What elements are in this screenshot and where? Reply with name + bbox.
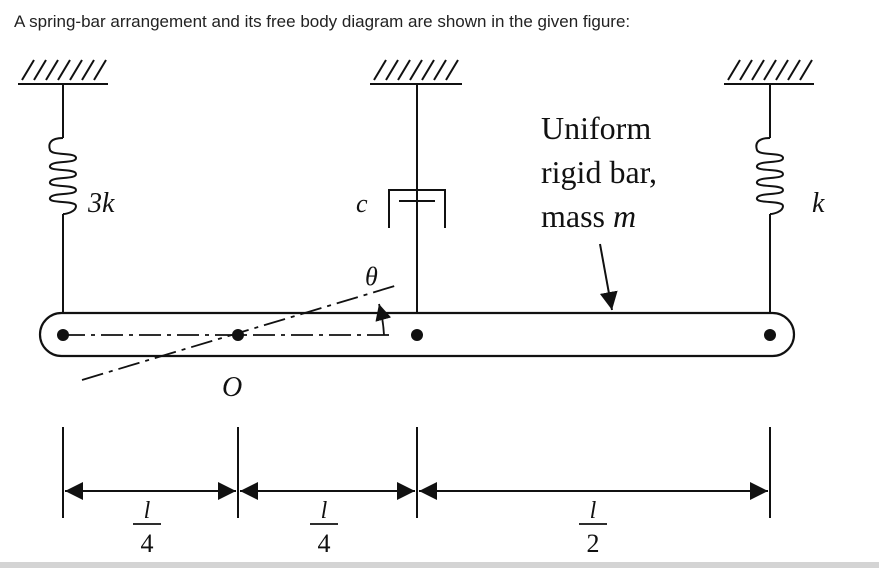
- dimension-extension-lines: [62, 427, 771, 518]
- pivot-point-o: [232, 329, 244, 341]
- bar-label-line1: Uniform: [541, 110, 651, 146]
- bottom-divider: [0, 562, 879, 568]
- svg-text:2: 2: [587, 529, 600, 558]
- ceiling-support-right: [724, 59, 814, 85]
- pivot-label: O: [222, 372, 242, 403]
- spring-3k-label: 3k: [87, 188, 115, 219]
- svg-text:l: l: [590, 498, 597, 524]
- bar-label-line3: mass m: [541, 198, 636, 234]
- dimension-fraction-3: l 2: [579, 498, 607, 558]
- svg-text:l: l: [321, 498, 328, 524]
- spring-k-label: k: [812, 188, 825, 219]
- theta-label: θ: [365, 262, 378, 291]
- theta-arc: [375, 303, 392, 336]
- spring-3k: [48, 84, 78, 334]
- ceiling-support-middle: [370, 59, 462, 85]
- svg-text:l: l: [144, 498, 151, 524]
- attachment-point-middle: [411, 329, 423, 341]
- bar-pointer-arrow: [599, 243, 618, 311]
- dimension-fraction-2: l 4: [310, 498, 338, 558]
- bar-label-line2: rigid bar,: [541, 154, 657, 190]
- attachment-point-right: [764, 329, 776, 341]
- spring-k: [755, 84, 785, 334]
- svg-text:4: 4: [141, 529, 154, 558]
- svg-text:4: 4: [318, 529, 331, 558]
- question-text: A spring-bar arrangement and its free bo…: [14, 12, 631, 31]
- attachment-point-left: [57, 329, 69, 341]
- damper-c-label: c: [356, 189, 368, 218]
- damper-c: [388, 84, 446, 334]
- ceiling-support-left: [18, 59, 108, 85]
- dimension-fraction-1: l 4: [133, 498, 161, 558]
